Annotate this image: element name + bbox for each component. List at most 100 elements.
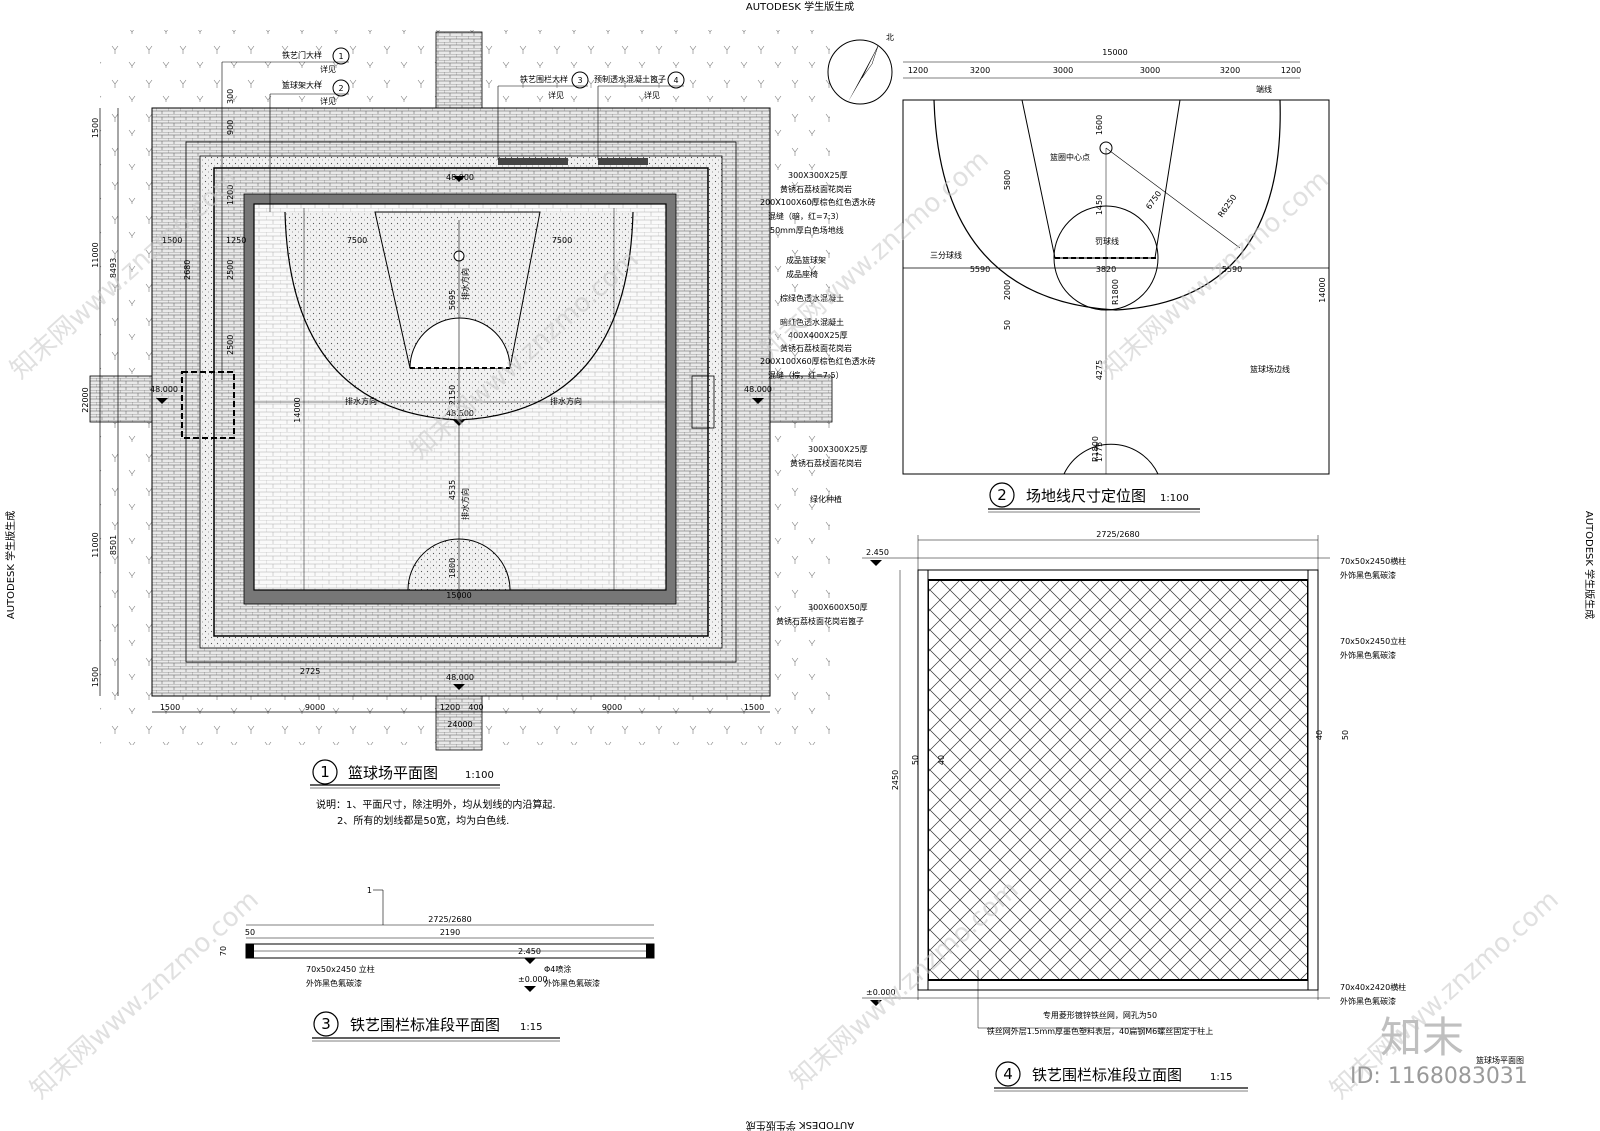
- svg-text:300X600X50厚: 300X600X50厚: [808, 603, 868, 612]
- dim-left-11000a: 11000: [91, 242, 100, 267]
- svg-text:1200: 1200: [908, 66, 928, 75]
- svg-text:1:100: 1:100: [1160, 493, 1189, 504]
- svg-text:1:15: 1:15: [520, 1022, 542, 1033]
- svg-text:Φ4喷涂: Φ4喷涂: [544, 964, 571, 974]
- svg-text:外饰黑色氟碳漆: 外饰黑色氟碳漆: [1340, 996, 1396, 1006]
- p2-total-15000: 15000: [1102, 48, 1127, 57]
- svg-text:1:100: 1:100: [465, 770, 494, 781]
- svg-text:70x50x2450立柱: 70x50x2450立柱: [1340, 636, 1406, 646]
- note-1: 说明：1、平面尺寸，除注明外，均从划线的内沿算起.: [316, 798, 556, 811]
- svg-text:3: 3: [321, 1015, 331, 1033]
- dim-left-1500b: 1500: [91, 667, 100, 687]
- svg-text:400X400X25厚: 400X400X25厚: [788, 331, 848, 340]
- svg-text:预制透水混凝土篦子: 预制透水混凝土篦子: [594, 74, 666, 84]
- drain-label-bottom: 排水方向: [460, 488, 470, 520]
- svg-text:70x40x2420横柱: 70x40x2420横柱: [1340, 982, 1406, 992]
- dim-bottom-400: 400: [468, 703, 483, 712]
- plan-3-title: 3 铁艺围栏标准段平面图 1:15: [312, 1011, 560, 1042]
- elev-bottom: 48.000: [446, 673, 474, 682]
- svg-text:2450: 2450: [891, 770, 900, 790]
- svg-text:篮球架大样: 篮球架大样: [282, 80, 322, 90]
- svg-text:1:15: 1:15: [1210, 1072, 1232, 1083]
- svg-text:1200: 1200: [1281, 66, 1301, 75]
- autodesk-top: AUTODESK 学生版生成: [746, 0, 854, 13]
- svg-text:知末网www.znzmo.com: 知末网www.znzmo.com: [25, 885, 265, 1105]
- svg-text:50: 50: [245, 928, 255, 937]
- svg-text:3200: 3200: [1220, 66, 1240, 75]
- svg-text:1: 1: [338, 52, 343, 61]
- svg-text:40: 40: [1315, 730, 1324, 740]
- small-dim-900: 900: [226, 120, 235, 135]
- dim-bottom-1200: 1200: [440, 703, 460, 712]
- autodesk-right: AUTODESK 学生版生成: [1583, 511, 1596, 619]
- svg-text:1: 1: [320, 763, 330, 781]
- dim-left-11000b: 11000: [91, 532, 100, 557]
- small-dim-2500b: 2500: [226, 335, 235, 355]
- svg-text:2190: 2190: [440, 928, 460, 937]
- svg-text:铁艺围栏大样: 铁艺围栏大样: [520, 74, 568, 84]
- svg-text:3000: 3000: [1053, 66, 1073, 75]
- svg-text:外饰黑色氟碳漆: 外饰黑色氟碳漆: [1340, 650, 1396, 660]
- dim-1800: 1800: [448, 558, 457, 578]
- dim-2150: 2150: [448, 385, 457, 405]
- svg-text:200X100X60厚棕色红色透水砖: 200X100X60厚棕色红色透水砖: [760, 197, 876, 207]
- svg-text:场地线尺寸定位图: 场地线尺寸定位图: [1026, 487, 1146, 505]
- dim-left-8501: 8501: [109, 535, 118, 555]
- svg-text:罚球线: 罚球线: [1095, 236, 1119, 246]
- dim-left-1500a: 1500: [91, 118, 100, 138]
- plan-3-fence-plan: 1 2725/2680 2190 70 50 70x50x2450 立柱 外饰黑…: [219, 886, 655, 1042]
- drain-label-right: 排水方向: [550, 396, 582, 406]
- small-dim-2500a: 2500: [226, 260, 235, 280]
- svg-text:铁艺围栏标准段立面图: 铁艺围栏标准段立面图: [1032, 1066, 1182, 1084]
- callout-4: 预制透水混凝土篦子 4 详见: [594, 71, 685, 160]
- svg-text:50: 50: [911, 755, 920, 765]
- note-2: 2、所有的划线都是50宽，均为白色线.: [337, 814, 509, 827]
- svg-text:1450: 1450: [1095, 195, 1104, 215]
- svg-text:篮球场平面图: 篮球场平面图: [348, 764, 438, 782]
- callout-3: 铁艺围栏大样 3 详见: [497, 71, 589, 160]
- plan-4-title: 4 铁艺围栏标准段立面图 1:15: [994, 1061, 1248, 1092]
- small-dim-1200: 1200: [226, 185, 235, 205]
- svg-text:2725/2680: 2725/2680: [428, 915, 471, 924]
- svg-text:黄锈石荔枝面花岗岩: 黄锈石荔枝面花岗岩: [790, 458, 862, 468]
- svg-text:R1800: R1800: [1091, 436, 1100, 462]
- dim-4535: 4535: [448, 480, 457, 500]
- drain-label-left: 排水方向: [345, 396, 377, 406]
- svg-text:1600: 1600: [1095, 115, 1104, 135]
- dim-bottom-9000a: 9000: [305, 703, 325, 712]
- svg-text:2: 2: [997, 486, 1007, 504]
- dim-7500-left: 7500: [347, 236, 367, 245]
- dim-14000: 14000: [293, 397, 302, 422]
- svg-text:300X300X25厚: 300X300X25厚: [788, 171, 848, 180]
- plan-1-title: 1 篮球场平面图 1:100: [310, 759, 500, 789]
- svg-text:50: 50: [1341, 730, 1350, 740]
- svg-text:绿化种植: 绿化种植: [810, 494, 842, 504]
- svg-text:篮球场边线: 篮球场边线: [1250, 364, 1290, 374]
- svg-text:300X300X25厚: 300X300X25厚: [808, 445, 868, 454]
- right-labels: 300X300X25厚 黄锈石荔枝面花岗岩 200X100X60厚棕色红色透水砖…: [760, 171, 876, 626]
- elev-left: 48.000: [150, 385, 178, 394]
- svg-text:3820: 3820: [1096, 265, 1116, 274]
- svg-text:2.450: 2.450: [866, 548, 889, 557]
- svg-text:成品篮球架: 成品篮球架: [786, 255, 826, 265]
- brand-watermark: 知末: [1380, 1013, 1464, 1062]
- svg-text:混缝（暗，红=7:3）: 混缝（暗，红=7:3）: [768, 211, 844, 221]
- svg-text:50: 50: [1003, 320, 1012, 330]
- svg-text:铁丝网外层1.5mm厚墨色塑料表层，40扁钢M6螺丝固定于柱: 铁丝网外层1.5mm厚墨色塑料表层，40扁钢M6螺丝固定于柱上: [987, 1026, 1213, 1036]
- drain-label-top: 排水方向: [460, 268, 470, 300]
- svg-text:外饰黑色氟碳漆: 外饰黑色氟碳漆: [1340, 570, 1396, 580]
- small-dim-1250: 1250: [226, 236, 246, 245]
- svg-text:铁艺围栏标准段平面图: 铁艺围栏标准段平面图: [350, 1016, 500, 1034]
- plan-4-fence-elevation: 2725/2680 2.450 ±0.000 2450 50 40 50 40 …: [862, 530, 1524, 1092]
- svg-text:外饰黑色氟碳漆: 外饰黑色氟碳漆: [544, 978, 600, 988]
- svg-text:1775: 1775: [1095, 442, 1104, 462]
- id-watermark: ID: 1168083031: [1350, 1064, 1528, 1089]
- dim-7500-right: 7500: [552, 236, 572, 245]
- small-dim-1500: 1500: [162, 236, 182, 245]
- svg-text:3: 3: [577, 76, 582, 85]
- dim-left-total: 22000: [81, 387, 90, 412]
- small-dim-2725: 2725: [300, 667, 320, 676]
- svg-text:棕绿色透水混凝土: 棕绿色透水混凝土: [780, 293, 844, 303]
- svg-text:70x50x2450 立柱: 70x50x2450 立柱: [306, 964, 375, 974]
